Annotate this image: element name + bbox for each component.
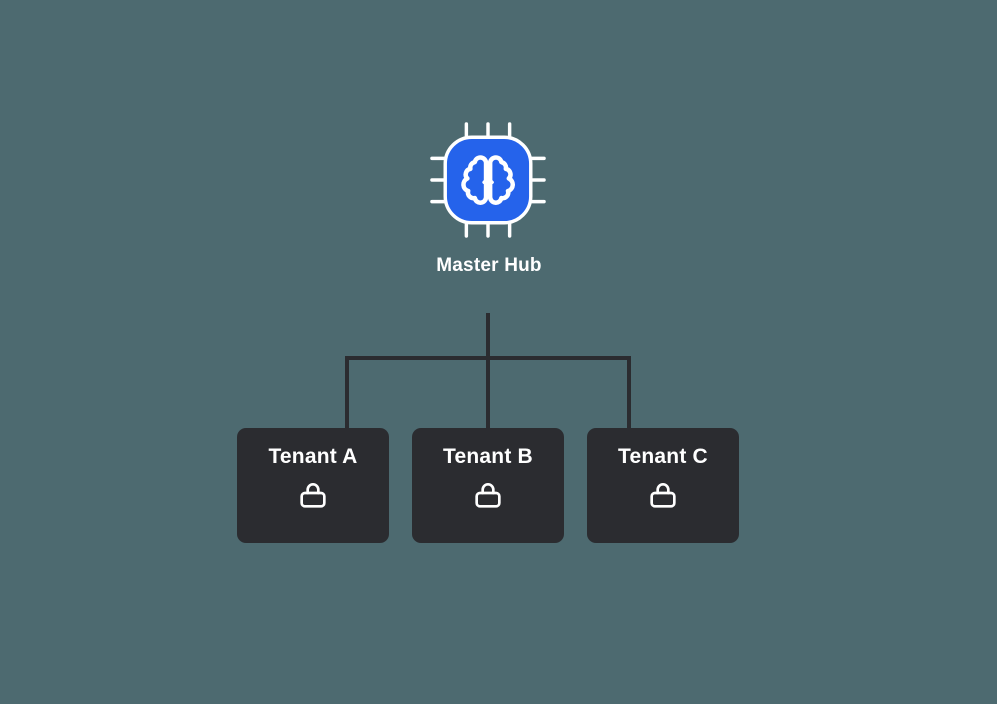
master-hub-label: Master Hub <box>436 255 542 276</box>
master-hub-node <box>429 121 547 239</box>
connector-horizontal <box>345 356 631 360</box>
brain-icon <box>461 155 515 205</box>
up-arrow-icon <box>482 176 494 195</box>
connector-hub-stem <box>486 313 490 428</box>
chip-brain-icon <box>430 122 546 238</box>
connector-drop-tenant-a <box>345 356 349 428</box>
connector-drop-tenant-c <box>627 356 631 428</box>
tenant-b-node: Tenant B <box>412 428 564 543</box>
tenant-b-label: Tenant B <box>443 445 533 468</box>
lock-icon <box>300 483 326 508</box>
lock-icon <box>475 483 501 508</box>
chip-pins <box>430 122 546 238</box>
tenant-c-node: Tenant C <box>587 428 739 543</box>
lock-icon <box>650 483 676 508</box>
tenant-a-label: Tenant A <box>268 445 358 468</box>
tenant-a-node: Tenant A <box>237 428 389 543</box>
tenant-c-label: Tenant C <box>618 445 708 468</box>
